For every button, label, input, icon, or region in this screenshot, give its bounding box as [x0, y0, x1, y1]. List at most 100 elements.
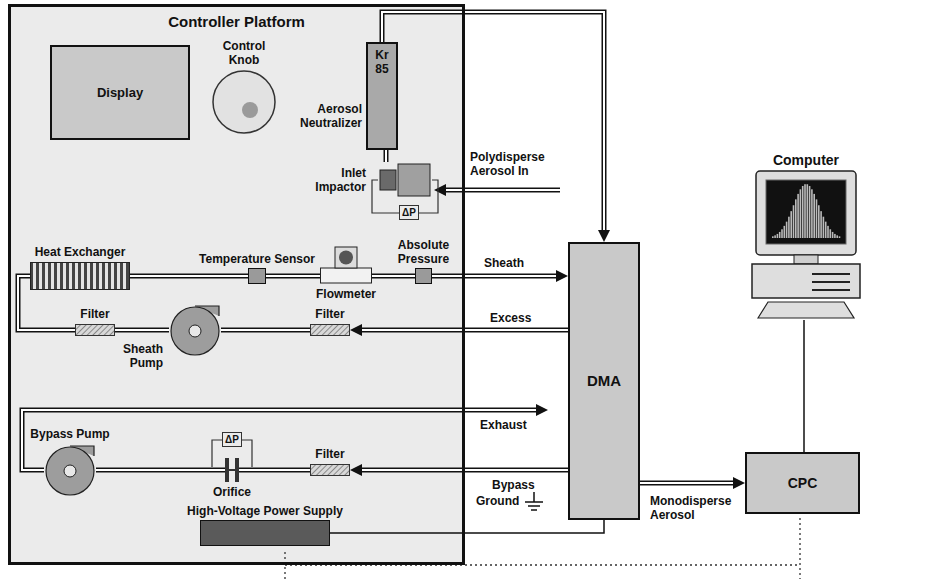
pipe-wall	[266, 274, 320, 279]
pipe-wall	[640, 481, 735, 486]
flowmeter-shape	[320, 246, 372, 284]
pipe-wall	[115, 328, 169, 333]
pipe-wall	[372, 274, 415, 279]
temperature-sensor: Temperature Sensor	[248, 268, 266, 284]
sheath-pump: Sheath Pump	[169, 304, 221, 356]
exhaust-label: Exhaust	[478, 418, 529, 432]
computer-shape	[750, 170, 862, 320]
neutralizer: Kr 85Aerosol Neutralizer	[366, 42, 398, 150]
dp-gauge: ΔP	[399, 205, 419, 220]
heat-exchanger: Heat Exchanger	[30, 262, 130, 290]
node-label: Inlet Impactor	[306, 166, 366, 194]
arrow-head	[598, 230, 610, 242]
pipe-bore	[96, 469, 225, 471]
node-label: Temperature Sensor	[199, 252, 315, 266]
pipe-wall	[432, 274, 558, 279]
pipe-bore	[385, 150, 387, 162]
filter-shape	[310, 324, 350, 336]
node-label: Flowmeter	[316, 287, 376, 301]
pipe	[382, 12, 610, 242]
node-label: Heat Exchanger	[35, 245, 126, 259]
pipe-wall	[130, 274, 248, 279]
node-text: CPC	[788, 476, 818, 490]
node-label: Orifice	[213, 485, 251, 499]
inlet-impactor-shape	[378, 162, 432, 198]
wire	[330, 520, 604, 533]
dotted-guide	[285, 518, 800, 579]
pipe-bore	[432, 275, 558, 277]
flow-label: Sheath	[482, 256, 526, 270]
node-text: Display	[97, 86, 143, 100]
node-label: Computer	[773, 153, 839, 167]
pipe	[266, 276, 320, 277]
node-text: Controller Platform	[168, 15, 305, 29]
orifice: Orifice	[225, 458, 239, 482]
arrow-head	[350, 464, 362, 476]
flowmeter: Flowmeter	[320, 246, 372, 284]
filter: Filter	[310, 464, 350, 476]
node-label: Filter	[315, 307, 344, 321]
pipe-wall	[239, 468, 310, 473]
pipe-wall	[96, 468, 225, 473]
inlet-label: Polydisperse Aerosol In	[470, 150, 562, 178]
inlet-pipe	[434, 184, 560, 196]
wire-line	[803, 320, 805, 452]
filter: Filter	[310, 324, 350, 336]
pipe-bore	[130, 275, 248, 277]
pipe-bore	[382, 12, 604, 232]
pipe-wall	[384, 150, 389, 162]
orifice-shape	[225, 458, 239, 482]
arrow-head	[350, 324, 362, 336]
flow-label: Monodisperse Aerosol	[648, 494, 742, 522]
node-label: High-Voltage Power Supply	[187, 504, 343, 518]
ground-label: Ground	[474, 494, 521, 508]
flow-label: Bypass	[490, 478, 537, 492]
pipe-bore	[640, 482, 735, 484]
dp-tubing	[212, 180, 438, 467]
node-text: Kr 85	[368, 48, 396, 76]
cpc-box: CPC	[745, 452, 860, 514]
pipe	[350, 464, 568, 476]
pipe	[130, 276, 248, 277]
pressure-sensor: Absolute Pressure	[415, 268, 432, 284]
display-box: Display	[50, 45, 190, 140]
pipe-wall	[221, 328, 310, 333]
arrow-head	[733, 477, 745, 489]
wire	[804, 320, 805, 452]
sheath-pump-shape	[169, 304, 221, 356]
node-text: DMA	[587, 374, 621, 388]
dp-gauge: ΔP	[222, 432, 242, 447]
node-label: Filter	[315, 447, 344, 461]
pipe	[386, 150, 387, 162]
pipe	[239, 470, 310, 471]
inlet-impactor: Inlet Impactor	[378, 162, 432, 198]
node-label: Bypass Pump	[30, 427, 109, 441]
pipe	[432, 270, 568, 282]
pipe	[115, 330, 169, 331]
pipe	[221, 330, 310, 331]
heat-exchanger-shape	[30, 262, 130, 290]
control-knob: Control Knob	[212, 70, 276, 134]
platform-ground	[8, 4, 465, 565]
node-label: Control Knob	[209, 39, 279, 67]
bypass-pump: Bypass Pump	[44, 444, 96, 496]
pipe	[640, 477, 745, 489]
controller-platform: Controller PlatformDisplay Control Knob Kr…	[8, 4, 465, 565]
wire-line	[330, 520, 604, 533]
control-knob-shape	[212, 70, 276, 134]
hv-power-supply: High-Voltage Power Supply	[200, 520, 330, 546]
pipe	[350, 324, 568, 336]
filter-shape	[75, 324, 115, 336]
pipe-bore	[372, 275, 415, 277]
dma-column: DMA	[568, 242, 640, 520]
pipe-bore	[221, 329, 310, 331]
arrow-head	[556, 270, 568, 282]
computer: Computer	[750, 170, 862, 320]
node-label: Filter	[80, 307, 109, 321]
exhaust-pipe	[22, 404, 548, 470]
pipe	[96, 470, 225, 471]
node-label: Aerosol Neutralizer	[286, 102, 362, 130]
pipe-bore	[115, 329, 169, 331]
ground-symbol	[525, 492, 543, 510]
pipe-bore	[239, 469, 310, 471]
